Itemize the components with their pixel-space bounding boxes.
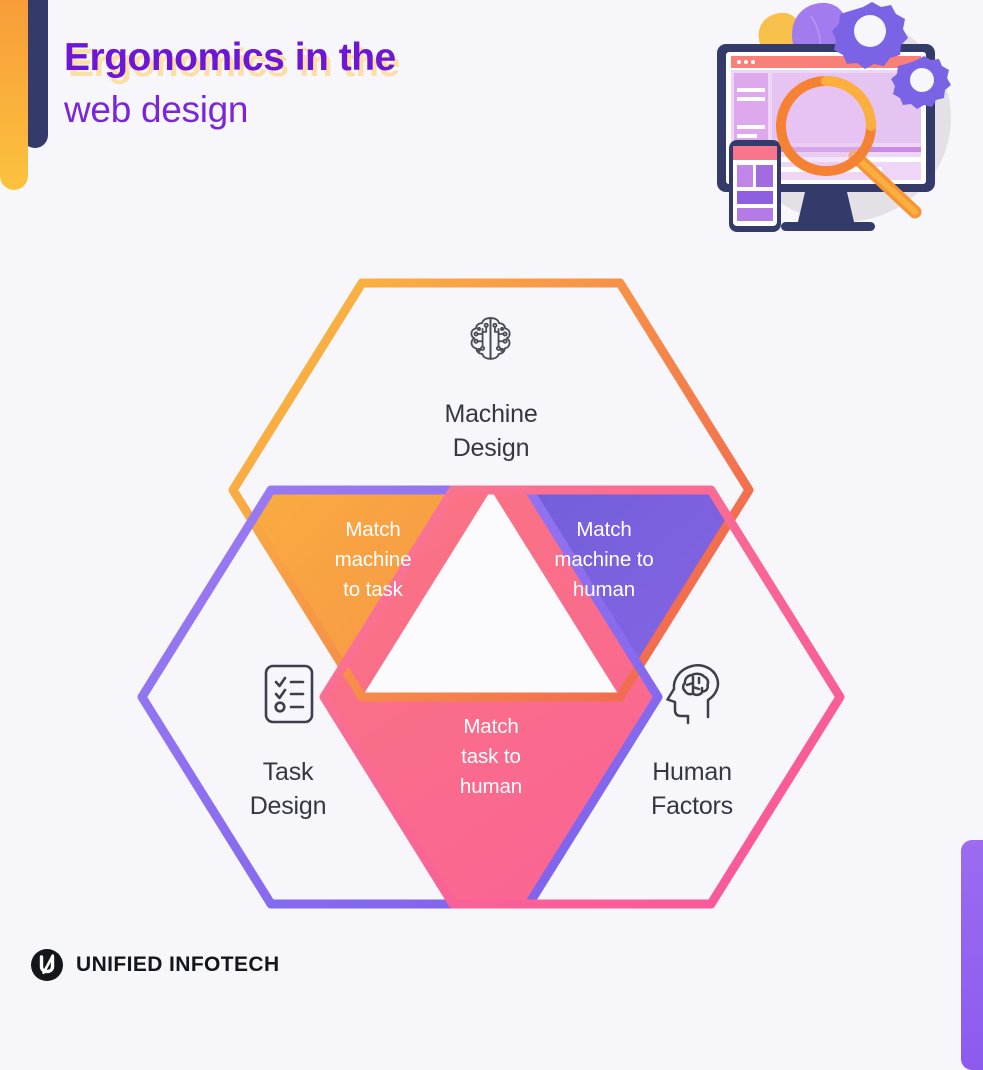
machine-design-label-line1: Machine — [444, 400, 537, 428]
web-design-illustration — [717, 2, 951, 232]
overlap-machine-task-line2: machine — [335, 548, 412, 571]
gear-large-icon — [832, 2, 908, 69]
overlap-task-human-line3: human — [460, 775, 522, 798]
overlap-task-human-line1: Match — [463, 715, 518, 738]
machine-design-label-line2: Design — [453, 434, 530, 462]
human-factors-label-line1: Human — [652, 758, 732, 786]
overlap-task-human-line2: task to — [461, 745, 521, 768]
head-brain-icon — [666, 664, 720, 725]
browser-titlebar — [731, 56, 921, 68]
monitor-base — [781, 222, 875, 231]
unified-infotech-u-logo — [31, 949, 63, 981]
page-title-line2: web design — [64, 89, 249, 130]
page-header: Ergonomics in the web design — [64, 38, 396, 128]
checklist-clipboard-icon — [264, 664, 314, 724]
brain-circuit-icon — [470, 317, 511, 360]
task-design-label-line1: Task — [263, 758, 314, 786]
overlap-machine-human-line1: Match — [576, 518, 631, 541]
left-edge-bar-orange — [0, 0, 28, 190]
hexagon-machine-design[interactable] — [228, 278, 754, 702]
overlap-machine-human-line3: human — [573, 578, 635, 601]
overlap-machine-task-line1: Match — [345, 518, 400, 541]
overlap-machine-human-line2: machine to — [554, 548, 653, 571]
magnifying-glass-icon — [776, 76, 922, 219]
venn-center-triangle — [362, 490, 620, 697]
overlap-machine-task-line3: to task — [343, 578, 404, 601]
gear-small-icon — [891, 56, 951, 109]
right-edge-bar-purple — [961, 840, 983, 1070]
venn-diagram: Machine Design Task Design Human Factors… — [137, 278, 845, 909]
footer-brand: UNIFIED INFOTECH — [30, 948, 280, 982]
page-title-line1: Ergonomics in the — [64, 36, 396, 79]
hexagon-human-factors[interactable] — [319, 485, 845, 909]
human-factors-label-line2: Factors — [651, 792, 733, 820]
brand-name: UNIFIED INFOTECH — [76, 953, 280, 976]
task-design-label-line2: Design — [250, 792, 327, 820]
monitor-stand — [797, 192, 855, 226]
